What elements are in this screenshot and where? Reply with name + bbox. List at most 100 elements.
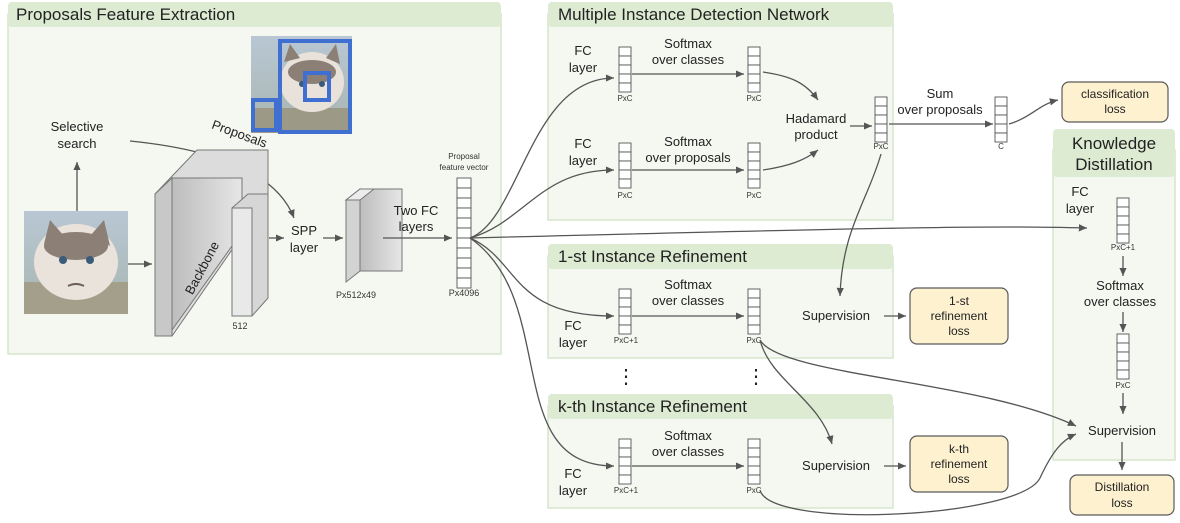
vector-cell <box>618 465 632 476</box>
arrow-fv-to-ref1 <box>469 237 615 320</box>
panel-knowledge-distillation: Knowledge Distillation <box>1052 129 1176 461</box>
vector-cell <box>747 288 761 299</box>
vector-cell <box>747 46 761 57</box>
vector-cell <box>1116 369 1130 380</box>
midn-pxc-3: PxC <box>617 191 632 200</box>
panel-kth-refinement: k-th Instance Refinement <box>547 394 894 509</box>
selective-search-label-2: search <box>57 136 96 151</box>
distillation-loss-box: Distillation loss <box>1069 474 1175 516</box>
vector-cell <box>747 447 761 458</box>
refk-pxc1: PxC+1 <box>614 486 639 495</box>
refk-loss-2: refinement <box>931 457 988 471</box>
panel-first-refinement: 1-st Instance Refinement <box>547 244 894 359</box>
kd-softmax-2: over classes <box>1084 294 1157 309</box>
ref1-softmax-2: over classes <box>652 293 725 308</box>
vector-cell <box>456 217 472 229</box>
vector-cell <box>747 160 761 171</box>
midn-cls-fc-vector <box>618 46 632 93</box>
panel-title-kd-2: Distillation <box>1075 155 1152 174</box>
backbone-dim-label: 512 <box>232 321 247 331</box>
vector-cell <box>1116 215 1130 226</box>
classification-loss-1: classification <box>1081 87 1149 101</box>
vector-cell <box>618 55 632 66</box>
panel-title-pfe: Proposals Feature Extraction <box>16 5 235 24</box>
vector-cell <box>874 96 888 107</box>
vector-cell <box>618 474 632 485</box>
vector-cell <box>994 114 1008 125</box>
panel-title-midn: Multiple Instance Detection Network <box>558 5 830 24</box>
vector-cell <box>618 46 632 57</box>
ref1-softmax-1: Softmax <box>664 277 712 292</box>
classification-loss-box: classification loss <box>1061 81 1169 123</box>
midn-softmax-prop-2: over proposals <box>645 150 731 165</box>
refk-softmax-vector <box>747 438 761 485</box>
arrow-fv-to-refk <box>469 237 615 470</box>
vector-cell <box>618 64 632 75</box>
vector-cell <box>747 64 761 75</box>
kd-pxc: PxC <box>1115 381 1130 390</box>
vector-cell <box>618 324 632 335</box>
vector-cell <box>747 82 761 93</box>
vector-cell <box>874 132 888 143</box>
arrow-midn-to-ref1-supervision <box>836 153 882 297</box>
panel-title-refk: k-th Instance Refinement <box>558 397 747 416</box>
sum-label-1: Sum <box>927 86 954 101</box>
vector-cell <box>618 82 632 93</box>
midn-softmax-prop-1: Softmax <box>664 134 712 149</box>
pfv-dim-label: Px4096 <box>449 288 480 298</box>
kd-fc-label-2: layer <box>1066 201 1095 216</box>
arrow-cls-to-hadamard <box>762 71 819 101</box>
midn-softmax-cls-1: Softmax <box>664 36 712 51</box>
refk-loss-3: loss <box>948 472 969 486</box>
hadamard-label-2: product <box>794 127 838 142</box>
vector-cell <box>618 447 632 458</box>
ref1-loss-2: refinement <box>931 309 988 323</box>
vector-cell <box>747 438 761 449</box>
vector-cell <box>456 237 472 249</box>
ref1-pxc1: PxC+1 <box>614 336 639 345</box>
panel-title-ref1: 1-st Instance Refinement <box>558 247 747 266</box>
vector-cell <box>994 105 1008 116</box>
arrow-prop-to-hadamard <box>762 149 819 171</box>
vector-cell <box>618 169 632 180</box>
ref1-loss-3: loss <box>948 324 969 338</box>
kd-softmax-1: Softmax <box>1096 278 1144 293</box>
arrow-refk-to-kd-supervision <box>759 433 1077 516</box>
sum-label-2: over proposals <box>897 102 983 117</box>
hadamard-label-1: Hadamard <box>786 111 847 126</box>
distillation-loss-1: Distillation <box>1095 480 1150 494</box>
ref1-loss-1: 1-st <box>949 294 970 308</box>
ref1-fc-label-2: layer <box>559 335 588 350</box>
vector-cell <box>1116 206 1130 217</box>
midn-fc-label-3: FC <box>574 136 591 151</box>
midn-pxc-2: PxC <box>746 94 761 103</box>
vector-cell <box>747 456 761 467</box>
classification-loss-2: loss <box>1104 102 1125 116</box>
vector-cell <box>618 160 632 171</box>
dots-1: ⋮ <box>616 366 636 388</box>
ref1-softmax-vector <box>747 288 761 335</box>
midn-prop-softmax-vector <box>747 142 761 189</box>
vector-cell <box>618 288 632 299</box>
sum-vector <box>994 96 1008 143</box>
pfv-label-1: Proposal <box>448 152 480 161</box>
vector-cell <box>456 187 472 199</box>
cat-proposals-image <box>251 36 352 134</box>
midn-fc-label-4: layer <box>569 153 598 168</box>
midn-pxc-4: PxC <box>746 191 761 200</box>
vector-cell <box>618 315 632 326</box>
selective-search-label-1: Selective <box>51 119 104 134</box>
vector-cell <box>747 55 761 66</box>
refk-softmax-1: Softmax <box>664 428 712 443</box>
vector-cell <box>618 151 632 162</box>
panel-title-kd-1: Knowledge <box>1072 134 1156 153</box>
vector-cell <box>874 114 888 125</box>
ref1-fc-vector <box>618 288 632 335</box>
vector-cell <box>456 227 472 239</box>
refk-fc-label-1: FC <box>564 466 581 481</box>
vector-cell <box>618 306 632 317</box>
vector-cell <box>618 178 632 189</box>
refk-softmax-2: over classes <box>652 444 725 459</box>
vector-cell <box>618 142 632 153</box>
kd-softmax-vector <box>1116 333 1130 380</box>
